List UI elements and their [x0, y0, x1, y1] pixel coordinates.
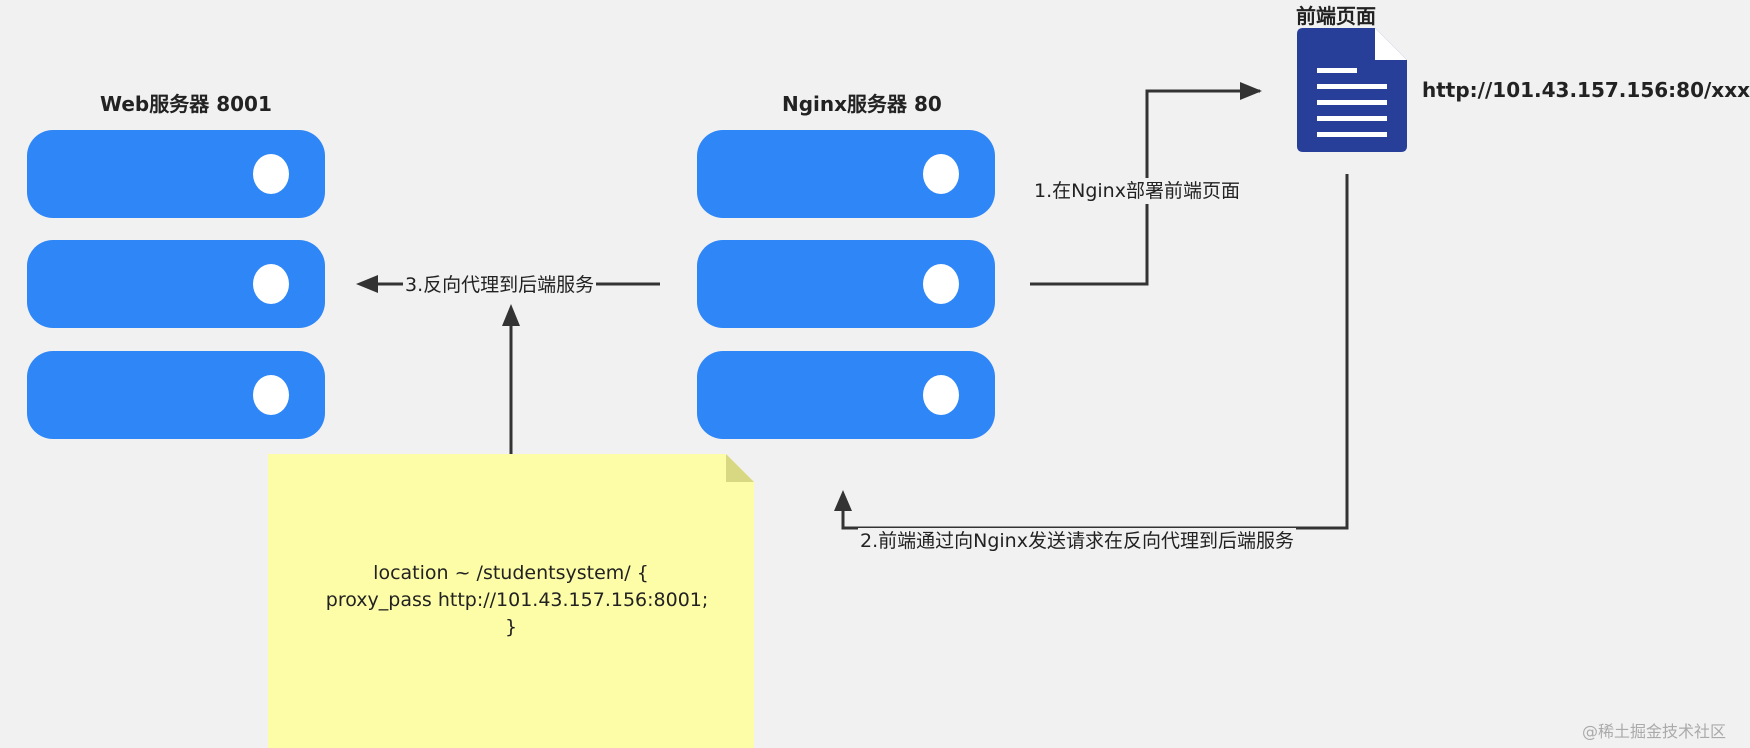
request-arrowhead: [834, 490, 852, 511]
config-note-text: location ~ /studentsystem/ { proxy_pass …: [268, 560, 754, 641]
watermark: @稀土掘金技术社区: [1581, 722, 1726, 741]
nginx-server-unit: [697, 351, 995, 439]
request-label: 2.前端通过向Nginx发送请求在反向代理到后端服务: [858, 528, 1296, 554]
config-note: [268, 454, 754, 748]
frontend-url: http://101.43.157.156:80/xxx: [1422, 78, 1750, 102]
config-line: }: [504, 616, 518, 638]
server-light: [253, 154, 289, 194]
web-server-unit: [27, 351, 325, 439]
nginx-server-title: Nginx服务器 80: [782, 92, 942, 116]
document-icon: [1297, 28, 1407, 152]
web-server-title: Web服务器 8001: [100, 92, 272, 116]
nginx-server-unit: [697, 130, 995, 218]
proxy-label: 3.反向代理到后端服务: [403, 272, 597, 298]
server-light: [923, 154, 959, 194]
deploy-label: 1.在Nginx部署前端页面: [1032, 178, 1242, 204]
frontend-title: 前端页面: [1296, 4, 1376, 28]
server-light: [253, 264, 289, 304]
web-server-unit: [27, 130, 325, 218]
deploy-arrowhead: [1240, 82, 1262, 100]
config-line: proxy_pass http://101.43.157.156:8001;: [313, 589, 709, 611]
nginx-server-unit: [697, 240, 995, 328]
server-light: [253, 375, 289, 415]
config-arrowhead: [502, 304, 520, 326]
proxy-arrowhead: [356, 275, 378, 293]
config-line: location ~ /studentsystem/ {: [373, 562, 649, 584]
web-server-unit: [27, 240, 325, 328]
server-light: [923, 375, 959, 415]
server-light: [923, 264, 959, 304]
